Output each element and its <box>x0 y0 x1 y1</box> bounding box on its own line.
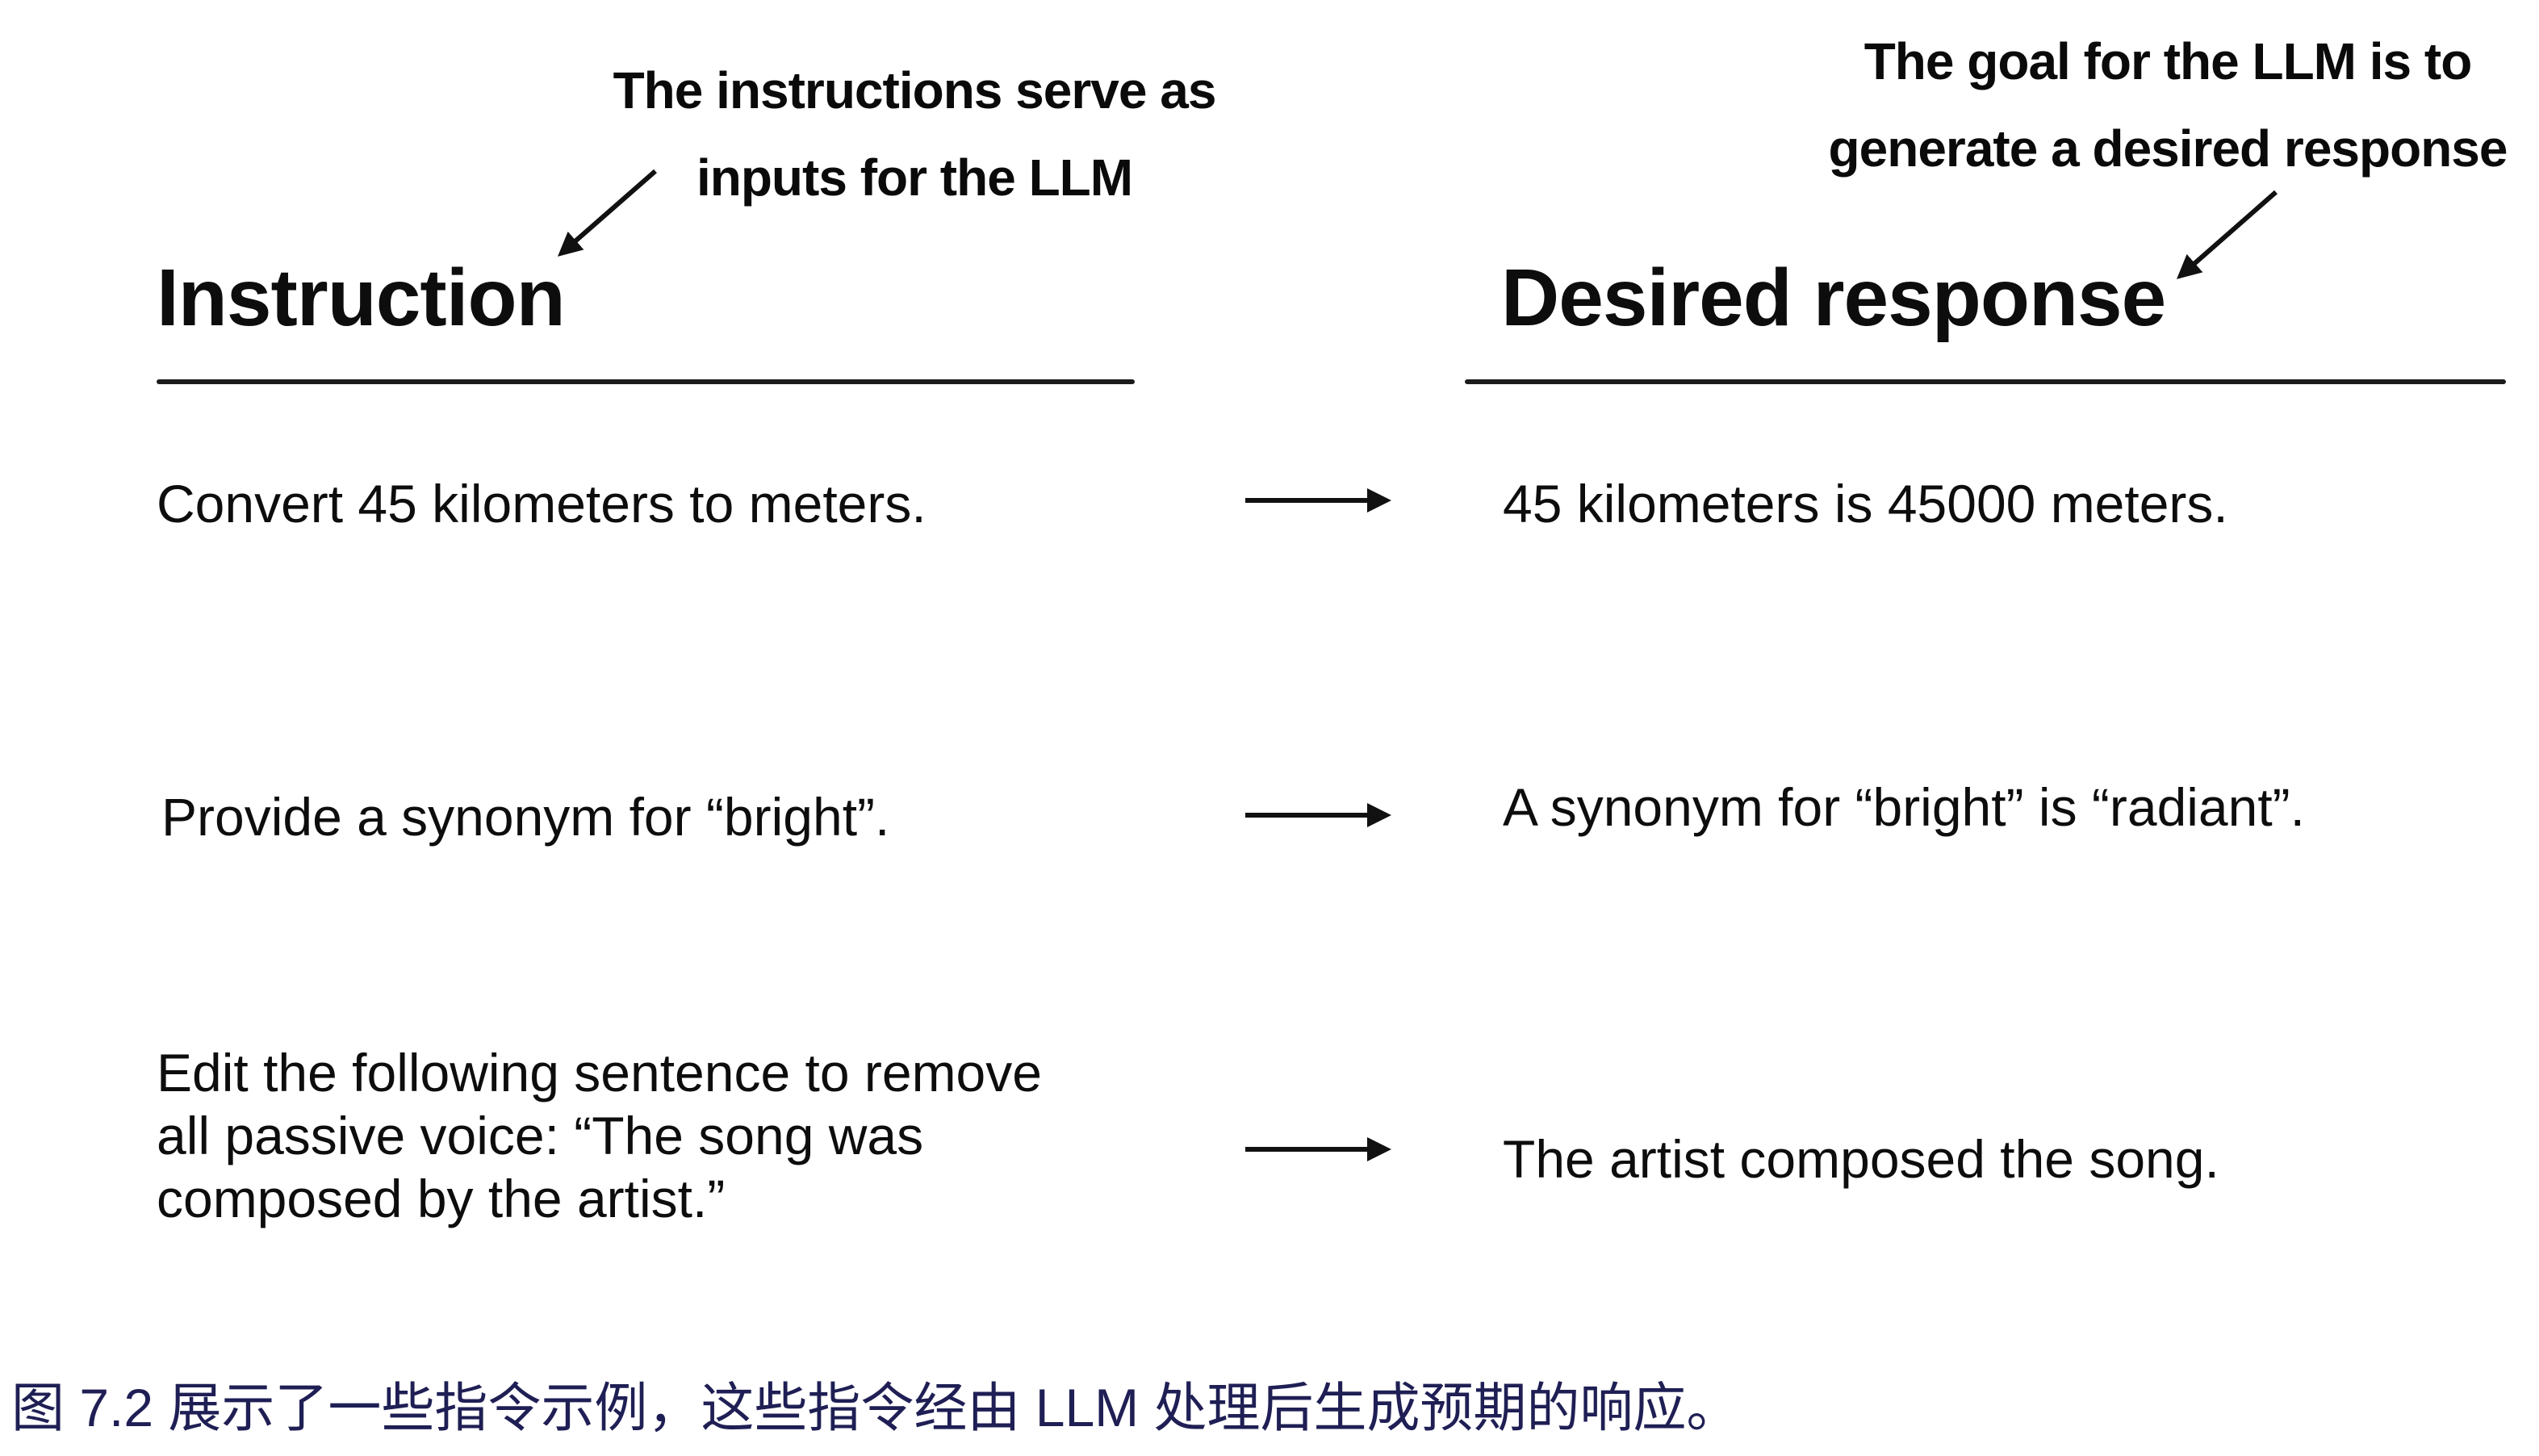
figure-caption: 图 7.2 展示了一些指令示例，这些指令经由 LLM 处理后生成预期的响应。 <box>11 1378 1740 1437</box>
response-cell-2: A synonym for “bright” is “radiant”. <box>1503 777 2305 837</box>
annotation-response-note: The goal for the LLM is to generate a de… <box>1813 18 2523 192</box>
annotation-instruction-line2: inputs for the LLM <box>696 149 1133 207</box>
response-column-rule <box>1465 379 2506 384</box>
annotation-instruction-note: The instructions serve as inputs for the… <box>559 47 1270 221</box>
annotation-response-line1: The goal for the LLM is to <box>1863 32 2473 90</box>
column-header-instruction: Instruction <box>157 253 566 343</box>
annotation-response-line2: generate a desired response <box>1828 119 2508 178</box>
instruction-cell-1: Convert 45 kilometers to meters. <box>157 474 927 533</box>
instruction-column-rule <box>157 379 1135 384</box>
annotation-arrow-right-icon <box>2176 190 2278 279</box>
response-cell-1: 45 kilometers is 45000 meters. <box>1503 474 2228 533</box>
instruction-cell-2: Provide a synonym for “bright”. <box>161 787 890 847</box>
instruction-cell-3: Edit the following sentence to remove al… <box>157 1043 1042 1228</box>
column-header-desired-response: Desired response <box>1501 253 2166 343</box>
response-cell-3: The artist composed the song. <box>1503 1129 2219 1189</box>
annotation-instruction-line1: The instructions serve as <box>613 61 1217 119</box>
